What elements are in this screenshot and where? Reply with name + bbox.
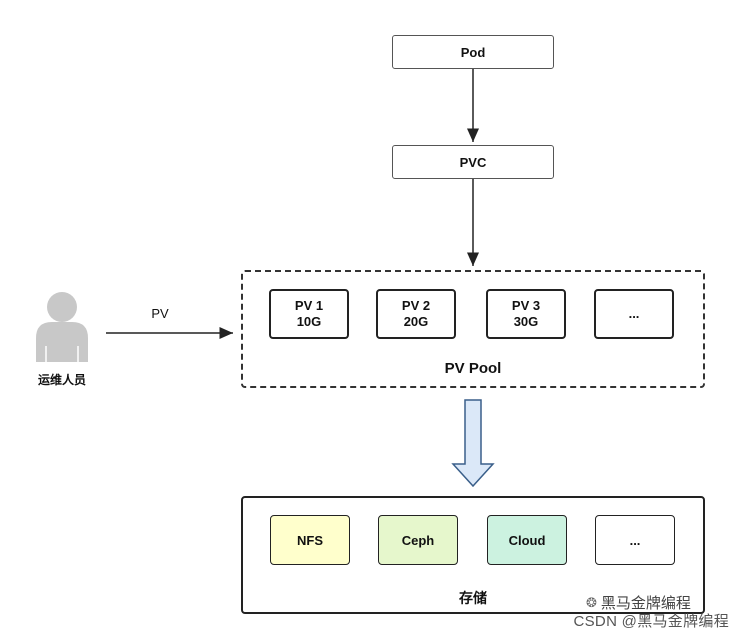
pv-pool-container — [241, 270, 705, 388]
wechat-icon: ❂ — [586, 594, 597, 610]
pv-name: PV 2 — [401, 298, 431, 313]
pv-name: ... — [628, 306, 640, 321]
storage-container — [241, 496, 705, 614]
pv-box-more: ... — [594, 289, 674, 339]
storage-item-cloud: Cloud — [487, 515, 567, 565]
pv-box: PV 2 20G — [376, 289, 456, 339]
watermark-brand: ❂ 黑马金牌编程 — [586, 592, 691, 613]
storage-item-more: ... — [595, 515, 675, 565]
pv-box: PV 1 10G — [269, 289, 349, 339]
pvc-node: PVC — [392, 145, 554, 179]
operator-arrow-label: PV — [151, 306, 169, 321]
watermark-csdn: CSDN @黑马金牌编程 — [573, 613, 729, 630]
watermark-brand-text: 黑马金牌编程 — [600, 595, 691, 612]
pv-size: 10G — [296, 314, 322, 329]
pod-node: Pod — [392, 35, 554, 69]
storage-title: 存储 — [459, 590, 487, 606]
person-icon — [36, 292, 88, 362]
pv-size: 20G — [403, 314, 429, 329]
pv-box: PV 3 30G — [486, 289, 566, 339]
operator-label: 运维人员 — [37, 373, 86, 387]
pv-size: 30G — [513, 314, 539, 329]
storage-item-ceph: Ceph — [378, 515, 458, 565]
pv-name: PV 1 — [294, 298, 324, 313]
pv-pool-title: PV Pool — [444, 360, 502, 377]
pv-name: PV 3 — [511, 298, 541, 313]
pool-to-storage-arrow — [451, 399, 495, 488]
storage-item-nfs: NFS — [270, 515, 350, 565]
